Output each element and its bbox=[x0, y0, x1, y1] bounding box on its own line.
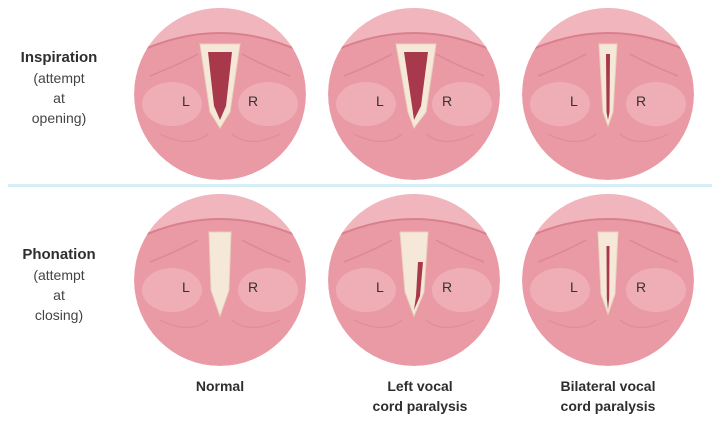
tissue-fold-right bbox=[238, 268, 298, 312]
row-subtitle-line: opening) bbox=[31, 110, 87, 126]
fold-line-lower-right bbox=[425, 319, 475, 329]
side-label-right: R bbox=[248, 279, 258, 295]
vocal-cords bbox=[208, 231, 232, 318]
vocal-cords bbox=[399, 231, 429, 318]
side-label-left: L bbox=[182, 93, 190, 109]
tissue-fold-left bbox=[530, 268, 590, 312]
tissue-fold-left bbox=[336, 82, 396, 126]
side-label-right: R bbox=[442, 93, 452, 109]
row-subtitle-line: at bbox=[53, 90, 65, 106]
epiglottis-edge bbox=[522, 218, 694, 241]
tissue-fold-right bbox=[238, 82, 298, 126]
tissue-fold-left bbox=[142, 82, 202, 126]
side-label-right: R bbox=[248, 93, 258, 109]
tissue-fold-left bbox=[530, 82, 590, 126]
side-label-left: L bbox=[376, 279, 384, 295]
epiglottis-edge bbox=[134, 32, 306, 55]
fold-line-lower-right bbox=[231, 133, 281, 143]
fold-line-lower-left bbox=[159, 319, 209, 329]
side-label-left: L bbox=[182, 279, 190, 295]
fold-line-right bbox=[629, 239, 679, 263]
tissue-fold-right bbox=[626, 268, 686, 312]
fold-line-left bbox=[149, 53, 199, 77]
row-label-inspiration: Inspiration (attempt at opening) bbox=[0, 48, 118, 128]
fold-line-right bbox=[629, 53, 679, 77]
row-divider bbox=[8, 184, 712, 187]
row-subtitle-line: (attempt bbox=[33, 267, 85, 283]
side-label-left: L bbox=[570, 93, 578, 109]
fold-line-left bbox=[343, 53, 393, 77]
row-subtitle-line: (attempt bbox=[33, 70, 85, 86]
fold-line-left bbox=[537, 53, 587, 77]
row-subtitle-line: closing) bbox=[34, 307, 84, 323]
fold-line-lower-right bbox=[425, 133, 475, 143]
row-subtitle-line: at bbox=[53, 287, 65, 303]
fold-line-right bbox=[241, 239, 291, 263]
glottis-opening bbox=[404, 52, 428, 120]
epiglottis-edge bbox=[134, 218, 306, 241]
fold-line-lower-left bbox=[353, 319, 403, 329]
fold-line-lower-right bbox=[231, 319, 281, 329]
fold-line-lower-left bbox=[353, 133, 403, 143]
tissue-fold-left bbox=[336, 268, 396, 312]
row-label-phonation: Phonation (attempt at closing) bbox=[0, 245, 118, 325]
row-title: Inspiration bbox=[20, 49, 98, 66]
fold-line-lower-left bbox=[159, 133, 209, 143]
side-label-right: R bbox=[442, 279, 452, 295]
side-label-right: R bbox=[636, 279, 646, 295]
column-label-line: cord paralysis bbox=[560, 398, 656, 414]
tissue-fold-right bbox=[432, 268, 492, 312]
column-label-line: Bilateral vocal bbox=[560, 378, 656, 394]
glottis-opening bbox=[208, 52, 232, 120]
column-label-left-paralysis: Left vocal cord paralysis bbox=[330, 376, 510, 416]
tissue-fold-left bbox=[142, 268, 202, 312]
column-label-line: cord paralysis bbox=[372, 398, 468, 414]
fold-line-right bbox=[241, 53, 291, 77]
side-label-right: R bbox=[636, 93, 646, 109]
fold-line-lower-right bbox=[619, 133, 669, 143]
tissue-fold-right bbox=[626, 82, 686, 126]
fold-line-right bbox=[435, 53, 485, 77]
fold-line-left bbox=[343, 239, 393, 263]
epiglottis-edge bbox=[522, 32, 694, 55]
tissue-fold-right bbox=[432, 82, 492, 126]
glottis-opening bbox=[606, 54, 610, 120]
column-label-bilateral-paralysis: Bilateral vocal cord paralysis bbox=[518, 376, 698, 416]
fold-line-lower-right bbox=[619, 319, 669, 329]
side-label-left: L bbox=[376, 93, 384, 109]
side-label-left: L bbox=[570, 279, 578, 295]
fold-line-left bbox=[537, 239, 587, 263]
fold-line-lower-left bbox=[547, 133, 597, 143]
epiglottis-edge bbox=[328, 218, 500, 241]
column-label-normal: Normal bbox=[130, 376, 310, 396]
column-label-line: Normal bbox=[195, 378, 245, 394]
fold-line-left bbox=[149, 239, 199, 263]
glottis-opening bbox=[414, 262, 423, 310]
column-label-line: Left vocal bbox=[387, 378, 453, 394]
fold-line-lower-left bbox=[547, 319, 597, 329]
glottis-opening bbox=[606, 246, 610, 310]
fold-line-right bbox=[435, 239, 485, 263]
epiglottis-edge bbox=[328, 32, 500, 55]
row-title: Phonation bbox=[22, 246, 96, 263]
